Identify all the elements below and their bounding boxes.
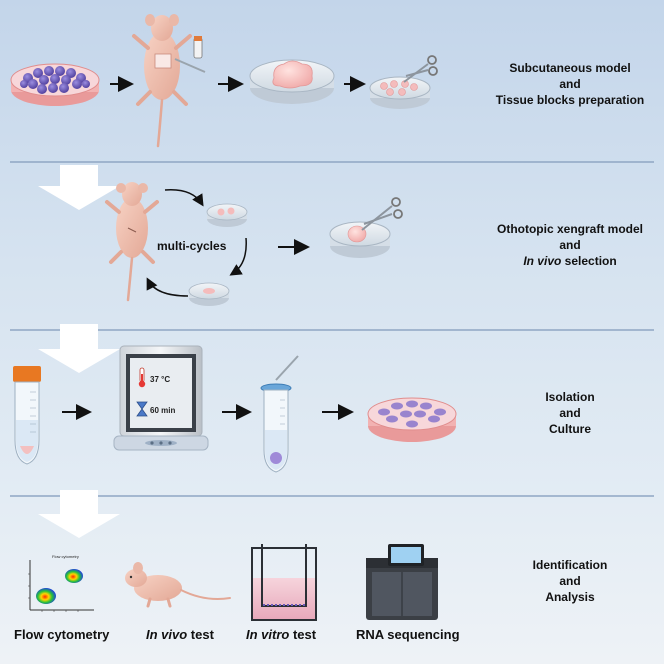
stage-1-label: Subcutaneous model and Tissue blocks pre…	[490, 60, 650, 108]
hourglass-icon	[136, 401, 148, 417]
rna-sequencer	[366, 544, 438, 620]
stage-2-line-3: In vivo selection	[490, 253, 650, 269]
filter-tube	[260, 355, 299, 473]
down-arrow-2	[38, 324, 120, 373]
nude-mouse-orthotopic	[105, 182, 159, 302]
stage-3-line-2: and	[559, 406, 581, 420]
stage-1-line-1: Subcutaneous model	[509, 61, 631, 75]
nude-mouse-side	[125, 562, 231, 608]
flow-cytometry-plot	[28, 560, 94, 612]
tissue-blocks-dish	[369, 55, 438, 109]
stage-4-line-3: Analysis	[545, 590, 595, 604]
stage-2-line-1: Othotopic xengraft model	[496, 222, 643, 236]
stage-4-line-1: Identification	[532, 558, 608, 572]
stage-4-label: Identification and Analysis	[490, 557, 650, 605]
nude-mouse-injection	[132, 14, 206, 148]
cycle-arrow-2	[229, 237, 247, 276]
down-arrow-1	[38, 165, 120, 210]
stage-2-label: Othotopic xengraft model and In vivo sel…	[490, 221, 650, 269]
cell-culture-dish	[10, 63, 100, 106]
stage-2-line-3-italic: In vivo	[523, 254, 562, 268]
stage-1-line-3: Tissue blocks preparation	[495, 93, 645, 107]
stage-3-line-1: Isolation	[545, 390, 595, 404]
stage-2-line-2: and	[559, 238, 581, 252]
thermometer-icon	[138, 367, 146, 388]
bottom-label-invivo-rest: test	[187, 627, 214, 642]
stage-3-line-3: Culture	[549, 422, 591, 436]
bottom-label-invivo: In vivo test	[146, 627, 214, 642]
transwell-insert	[251, 544, 317, 621]
tissue-dish	[249, 59, 335, 104]
stage-1-line-2: and	[559, 77, 581, 91]
cycle-dish-top	[206, 203, 248, 227]
stage-4-line-2: and	[559, 574, 581, 588]
bottom-label-invitro: In vitro test	[246, 627, 316, 642]
cycle-dish-bottom	[188, 282, 230, 306]
cycle-arrow-3	[146, 277, 189, 297]
conical-tube	[13, 366, 41, 465]
down-arrow-3	[38, 490, 120, 538]
bottom-label-invitro-italic: In vitro	[246, 627, 290, 642]
bottom-label-flow: Flow cytometry	[14, 627, 110, 642]
scissors-icon	[361, 197, 403, 231]
multi-cycles-label: multi-cycles	[157, 239, 227, 253]
incubator	[113, 345, 209, 451]
scissors-icon	[403, 55, 438, 83]
bottom-label-rna: RNA sequencing	[356, 627, 460, 642]
bottom-label-invitro-rest: test	[289, 627, 317, 642]
stage-3-label: Isolation and Culture	[490, 389, 650, 437]
cycle-arrow-1	[164, 189, 204, 207]
bottom-label-invivo-italic: In vivo	[146, 627, 188, 642]
orthotopic-tissue-dish	[329, 197, 403, 258]
stage-2-line-3-rest: selection	[561, 254, 617, 268]
culture-dish	[367, 397, 457, 442]
